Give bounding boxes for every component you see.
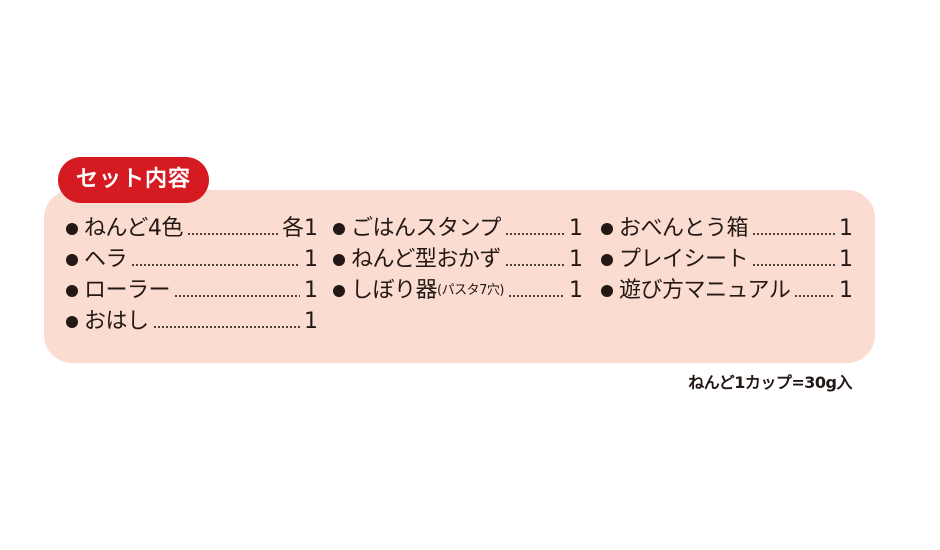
item-quantity: 1 — [569, 247, 583, 272]
item-note: (パスタ7穴) — [437, 283, 504, 298]
item-quantity: 1 — [304, 309, 318, 334]
dot-leader — [507, 294, 565, 297]
bullet-icon — [601, 253, 613, 266]
bullet-icon — [601, 284, 613, 297]
bullet-icon — [66, 253, 78, 266]
set-contents-title: セット内容 — [58, 157, 210, 203]
item-name: しぼり器 — [351, 278, 438, 303]
list-item: プレイシート 1 — [601, 244, 853, 275]
item-quantity: 各1 — [282, 216, 318, 241]
item-name: ローラー — [84, 278, 171, 303]
item-column-2: ごはんスタンプ 1 ねんど型おかず 1 しぼり器 (パスタ7穴) 1 — [333, 213, 583, 306]
item-name: 遊び方マニュアル — [619, 278, 791, 303]
dot-leader — [174, 294, 300, 297]
item-quantity: 1 — [304, 278, 318, 303]
list-item: ヘラ 1 — [66, 244, 318, 275]
bullet-icon — [66, 284, 78, 297]
list-item: おはし 1 — [66, 306, 318, 337]
list-item: ねんど4色 各1 — [66, 213, 318, 244]
item-quantity: 1 — [839, 247, 853, 272]
item-column-3: おべんとう箱 1 プレイシート 1 遊び方マニュアル 1 — [601, 213, 853, 306]
item-quantity: 1 — [569, 216, 583, 241]
dot-leader — [504, 263, 565, 266]
list-item: ローラー 1 — [66, 275, 318, 306]
item-quantity: 1 — [839, 216, 853, 241]
bullet-icon — [66, 315, 78, 328]
item-column-1: ねんど4色 各1 ヘラ 1 ローラー 1 おはし 1 — [66, 213, 318, 337]
item-name: ごはんスタンプ — [351, 216, 501, 241]
bullet-icon — [66, 222, 78, 235]
dot-leader — [186, 232, 278, 235]
bullet-icon — [333, 284, 345, 297]
bullet-icon — [333, 253, 345, 266]
item-quantity: 1 — [304, 247, 318, 272]
list-item: ごはんスタンプ 1 — [333, 213, 583, 244]
item-quantity: 1 — [839, 278, 853, 303]
item-name: おべんとう箱 — [619, 216, 749, 241]
item-name: ねんど型おかず — [351, 247, 501, 272]
item-name: おはし — [84, 309, 149, 334]
dot-leader — [504, 232, 565, 235]
dot-leader — [131, 263, 300, 266]
list-item: 遊び方マニュアル 1 — [601, 275, 853, 306]
item-name: ヘラ — [84, 247, 128, 272]
bullet-icon — [601, 222, 613, 235]
dot-leader — [794, 294, 835, 297]
dot-leader — [752, 263, 835, 266]
item-name: プレイシート — [619, 247, 749, 272]
set-contents-panel — [44, 190, 875, 363]
item-name: ねんど4色 — [84, 216, 183, 241]
item-quantity: 1 — [569, 278, 583, 303]
bullet-icon — [333, 222, 345, 235]
capacity-note: ねんど1カップ=30g入 — [688, 373, 852, 392]
list-item: しぼり器 (パスタ7穴) 1 — [333, 275, 583, 306]
dot-leader — [752, 232, 835, 235]
list-item: ねんど型おかず 1 — [333, 244, 583, 275]
dot-leader — [152, 325, 300, 328]
list-item: おべんとう箱 1 — [601, 213, 853, 244]
